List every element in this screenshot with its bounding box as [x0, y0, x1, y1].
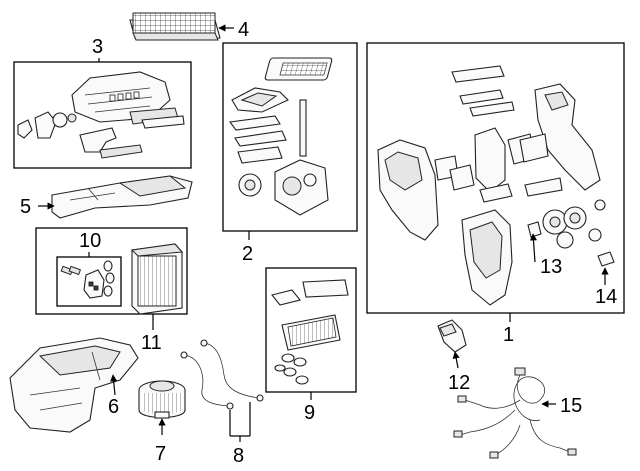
callout-10: 10 — [79, 230, 101, 252]
cabin-air-filter-icon — [129, 12, 221, 41]
callout-1: 1 — [503, 324, 514, 346]
part-box-2 — [222, 42, 358, 232]
callout-4: 4 — [238, 19, 249, 41]
hvac-case-upper-icon — [17, 71, 185, 159]
callout-11: 11 — [141, 332, 162, 354]
leader-13 — [529, 233, 538, 263]
heater-hoses-icon — [180, 339, 264, 410]
part-box-11 — [35, 227, 188, 315]
callout-2: 2 — [242, 243, 253, 265]
callout-8: 8 — [233, 445, 244, 467]
part-box-1 — [366, 42, 625, 314]
callout-14: 14 — [595, 286, 617, 308]
doors-seals-kit-icon — [228, 57, 333, 216]
expansion-valve-icon — [60, 260, 115, 299]
callout-13: 13 — [540, 256, 562, 278]
callout-6: 6 — [108, 396, 119, 418]
part-box-10 — [56, 256, 122, 307]
callout-3: 3 — [92, 36, 103, 58]
callout-12: 12 — [448, 372, 470, 394]
callout-5: 5 — [20, 196, 31, 218]
temperature-sensor-icon — [437, 319, 467, 353]
heater-core-icon — [271, 279, 349, 385]
callout-15: 15 — [560, 395, 582, 417]
callout-9: 9 — [304, 402, 315, 424]
hvac-case-assembly-icon — [377, 65, 606, 306]
evaporator-core-icon — [130, 243, 184, 315]
leader-12 — [452, 351, 460, 369]
hvac-case-lower-icon — [51, 175, 193, 219]
leader-6 — [110, 374, 118, 396]
blower-motor-icon — [138, 380, 186, 419]
actuator-14-icon — [597, 251, 615, 267]
part-box-3 — [13, 61, 192, 169]
blower-housing-icon — [9, 337, 139, 433]
wiring-harness-icon — [453, 367, 577, 459]
callout-7: 7 — [155, 443, 166, 465]
